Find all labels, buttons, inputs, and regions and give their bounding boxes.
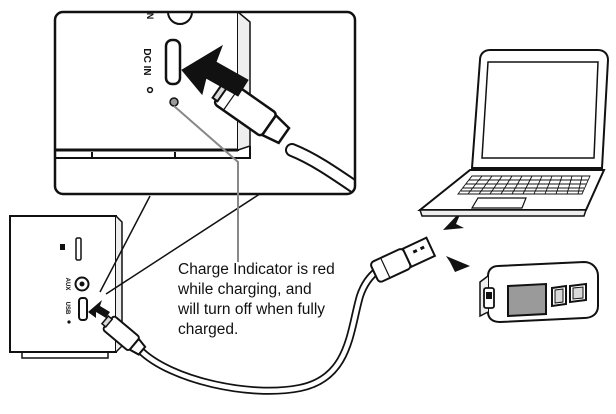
touchpad [470, 197, 527, 209]
usb-cable [136, 266, 382, 395]
wall-adapter [479, 260, 599, 324]
small-usb-plug-speaker [100, 314, 147, 356]
callout-line-4: charged. [178, 321, 238, 338]
insert-arrow-large [181, 44, 249, 97]
speaker-usb-port [78, 297, 88, 321]
arrow-to-adapter [446, 256, 470, 272]
callout-line-2: while charging, and [177, 281, 312, 298]
insert-arrow-small [88, 300, 110, 318]
aux-label: AUX [64, 278, 70, 291]
charge-indicator-led [169, 97, 179, 107]
speaker-slot [75, 237, 82, 261]
zoom-inset: N DC IN [53, 10, 357, 196]
callout: Charge Indicator is red while charging, … [177, 261, 335, 338]
callout-pointer [173, 105, 239, 262]
dc-in-port [164, 38, 182, 86]
callout-line-3: will turn off when fully [177, 301, 325, 318]
zoom-lines [99, 185, 273, 295]
usb-a-plug [370, 236, 437, 283]
callout-line-1: Charge Indicator is red [178, 261, 335, 278]
speaker-device: AUX USB [9, 215, 123, 359]
speaker-usb-label: USB [64, 302, 70, 315]
dc-in-label: DC IN [141, 48, 152, 75]
laptop [417, 49, 610, 217]
svg-text:N: N [145, 13, 155, 20]
